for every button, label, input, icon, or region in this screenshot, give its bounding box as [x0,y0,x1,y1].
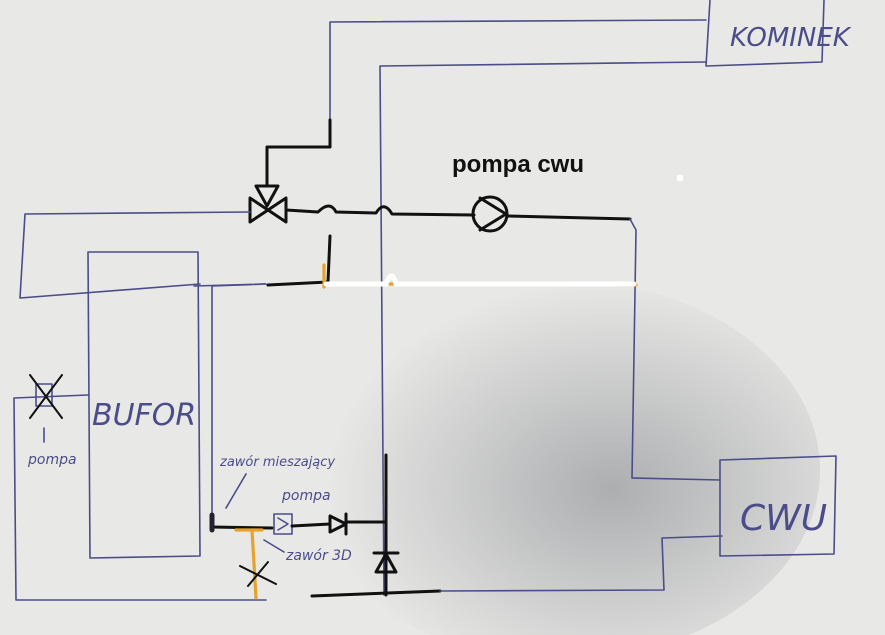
pipe-to-cwu-bottom [439,535,723,592]
kominek-box [705,0,825,67]
check-valve-right [328,514,348,534]
cross-2b [247,561,269,587]
pipe-pompa-cwu-out [505,214,632,221]
pipe-kominek-supply [329,19,707,121]
pipe-to-pompa-cwu [284,204,476,217]
pipe-to-cwu-top [629,218,721,481]
pipe-bottom-a [210,525,274,530]
pipe-upper-left-loop [19,211,251,299]
shadow [300,280,820,635]
white-dot [677,175,683,181]
orange-vertical [250,528,258,600]
cwu-tank: CWU [719,455,837,557]
zawor-mieszajacy-label: zawór mieszający [219,455,335,470]
cwu-label: CWU [740,498,827,539]
pompa-cwu [471,195,509,233]
kominek-label: KOMINEK [730,23,852,53]
zawor-3d-label: zawór 3D [285,548,352,564]
zawor-mieszajacy-pointer [225,473,247,509]
actuator-line [265,118,332,187]
cwu-box [719,455,837,557]
check-valve-down [374,552,398,574]
bufor-box [87,251,201,559]
pompa-bottom-arrow [277,517,289,531]
pompa-left-label: pompa [27,452,77,468]
white-highlight-pipe [323,273,637,287]
valve-top [254,184,280,208]
pipe-bottom-b [290,522,332,528]
bufor-label: BUFOR [92,398,196,433]
pompa-cwu-arrow [478,196,508,232]
cross-1b [29,374,63,419]
pompa-left-crossed: pompa [13,374,267,601]
zawor-3d-pointer [263,539,285,553]
pipe-kominek-return [379,61,707,596]
pipe-bufor-right [193,283,267,521]
bufor-tank: BUFOR [87,251,201,559]
pipe-left-loop [13,394,267,601]
pipe-bottom-return [310,589,442,598]
pompa-bottom-box [273,513,293,535]
pompa-left-box [35,383,53,407]
kominek-unit: KOMINEK [705,0,852,67]
pompa-bottom-label: pompa [281,488,331,504]
valve-left [248,196,270,224]
pompa-cwu-label: pompa cwu [452,151,584,178]
